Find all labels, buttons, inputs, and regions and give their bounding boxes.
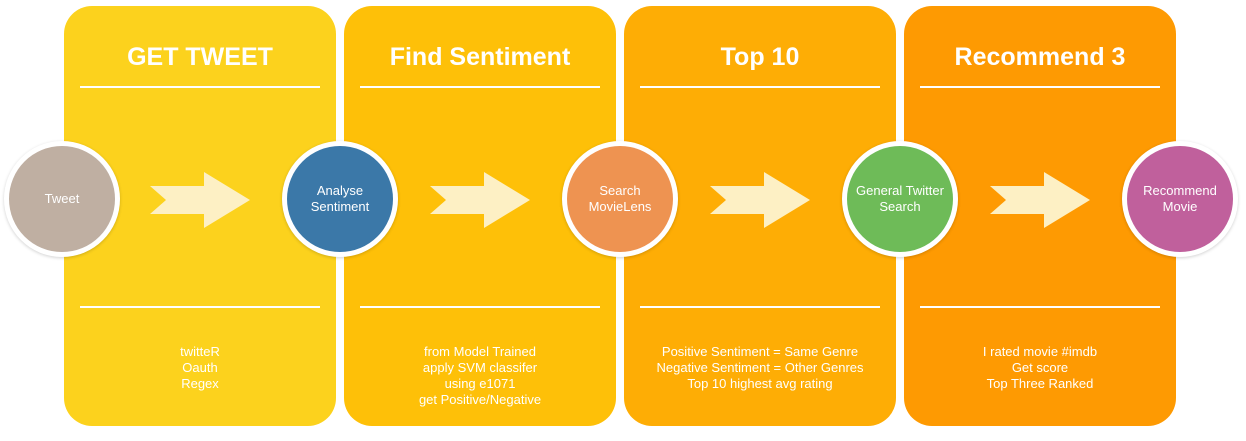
right-arrow-icon bbox=[710, 172, 810, 228]
node-label: Sentiment bbox=[310, 199, 370, 214]
notes-divider bbox=[920, 306, 1160, 308]
node-circle: Tweet bbox=[9, 146, 115, 252]
node-circle: Analyse Sentiment bbox=[287, 146, 393, 252]
node-label: Analyse bbox=[316, 183, 364, 198]
node-circle: General Twitter Search bbox=[847, 146, 953, 252]
note-line: twitteR bbox=[180, 344, 220, 359]
title-divider bbox=[640, 86, 880, 88]
title-divider bbox=[80, 86, 320, 88]
note-line: Get score bbox=[1011, 360, 1069, 375]
notes-divider bbox=[360, 306, 600, 308]
node-search-movielens: Search MovieLens bbox=[562, 141, 678, 257]
node-label: MovieLens bbox=[588, 199, 652, 214]
note-line: Negative Sentiment = Other Genres bbox=[656, 360, 864, 375]
stage-title: Top 10 bbox=[720, 43, 800, 71]
right-arrow-icon bbox=[990, 172, 1090, 228]
title-divider bbox=[920, 86, 1160, 88]
stage-title: Recommend 3 bbox=[954, 43, 1126, 71]
node-circle: Recommend Movie bbox=[1127, 146, 1233, 252]
stage-notes: Positive Sentiment = Same Genre Negative… bbox=[624, 344, 896, 392]
right-arrow-icon bbox=[150, 172, 250, 228]
node-tweet: Tweet bbox=[4, 141, 120, 257]
stage-notes: I rated movie #imdb Get score Top Three … bbox=[904, 344, 1176, 392]
node-label: Search bbox=[599, 183, 641, 198]
note-line: Oauth bbox=[182, 360, 218, 375]
notes-divider bbox=[80, 306, 320, 308]
stage-title: GET TWEET bbox=[127, 43, 273, 71]
note-line: apply SVM classifer bbox=[422, 360, 538, 375]
note-line: I rated movie #imdb bbox=[982, 344, 1098, 359]
note-line: Top 10 highest avg rating bbox=[687, 376, 833, 391]
stage-notes: from Model Trained apply SVM classifer u… bbox=[344, 344, 616, 408]
node-general-twitter-search: General Twitter Search bbox=[842, 141, 958, 257]
node-label: Movie bbox=[1162, 199, 1198, 214]
note-line: using e1071 bbox=[444, 376, 516, 391]
note-line: Regex bbox=[181, 376, 219, 391]
note-line: Positive Sentiment = Same Genre bbox=[661, 344, 859, 359]
node-label: General Twitter bbox=[856, 183, 944, 198]
node-recommend-movie: Recommend Movie bbox=[1122, 141, 1238, 257]
stage-title: Find Sentiment bbox=[389, 43, 571, 71]
node-circle: Search MovieLens bbox=[567, 146, 673, 252]
stage-notes: twitteR Oauth Regex bbox=[64, 344, 336, 392]
node-label: Recommend bbox=[1143, 183, 1217, 198]
title-divider bbox=[360, 86, 600, 88]
note-line: Top Three Ranked bbox=[986, 376, 1094, 391]
node-analyse-sentiment: Analyse Sentiment bbox=[282, 141, 398, 257]
node-label: Tweet bbox=[44, 191, 80, 206]
notes-divider bbox=[640, 306, 880, 308]
right-arrow-icon bbox=[430, 172, 530, 228]
note-line: from Model Trained bbox=[424, 344, 536, 359]
node-label: Search bbox=[879, 199, 921, 214]
note-line: get Positive/Negative bbox=[418, 392, 542, 407]
